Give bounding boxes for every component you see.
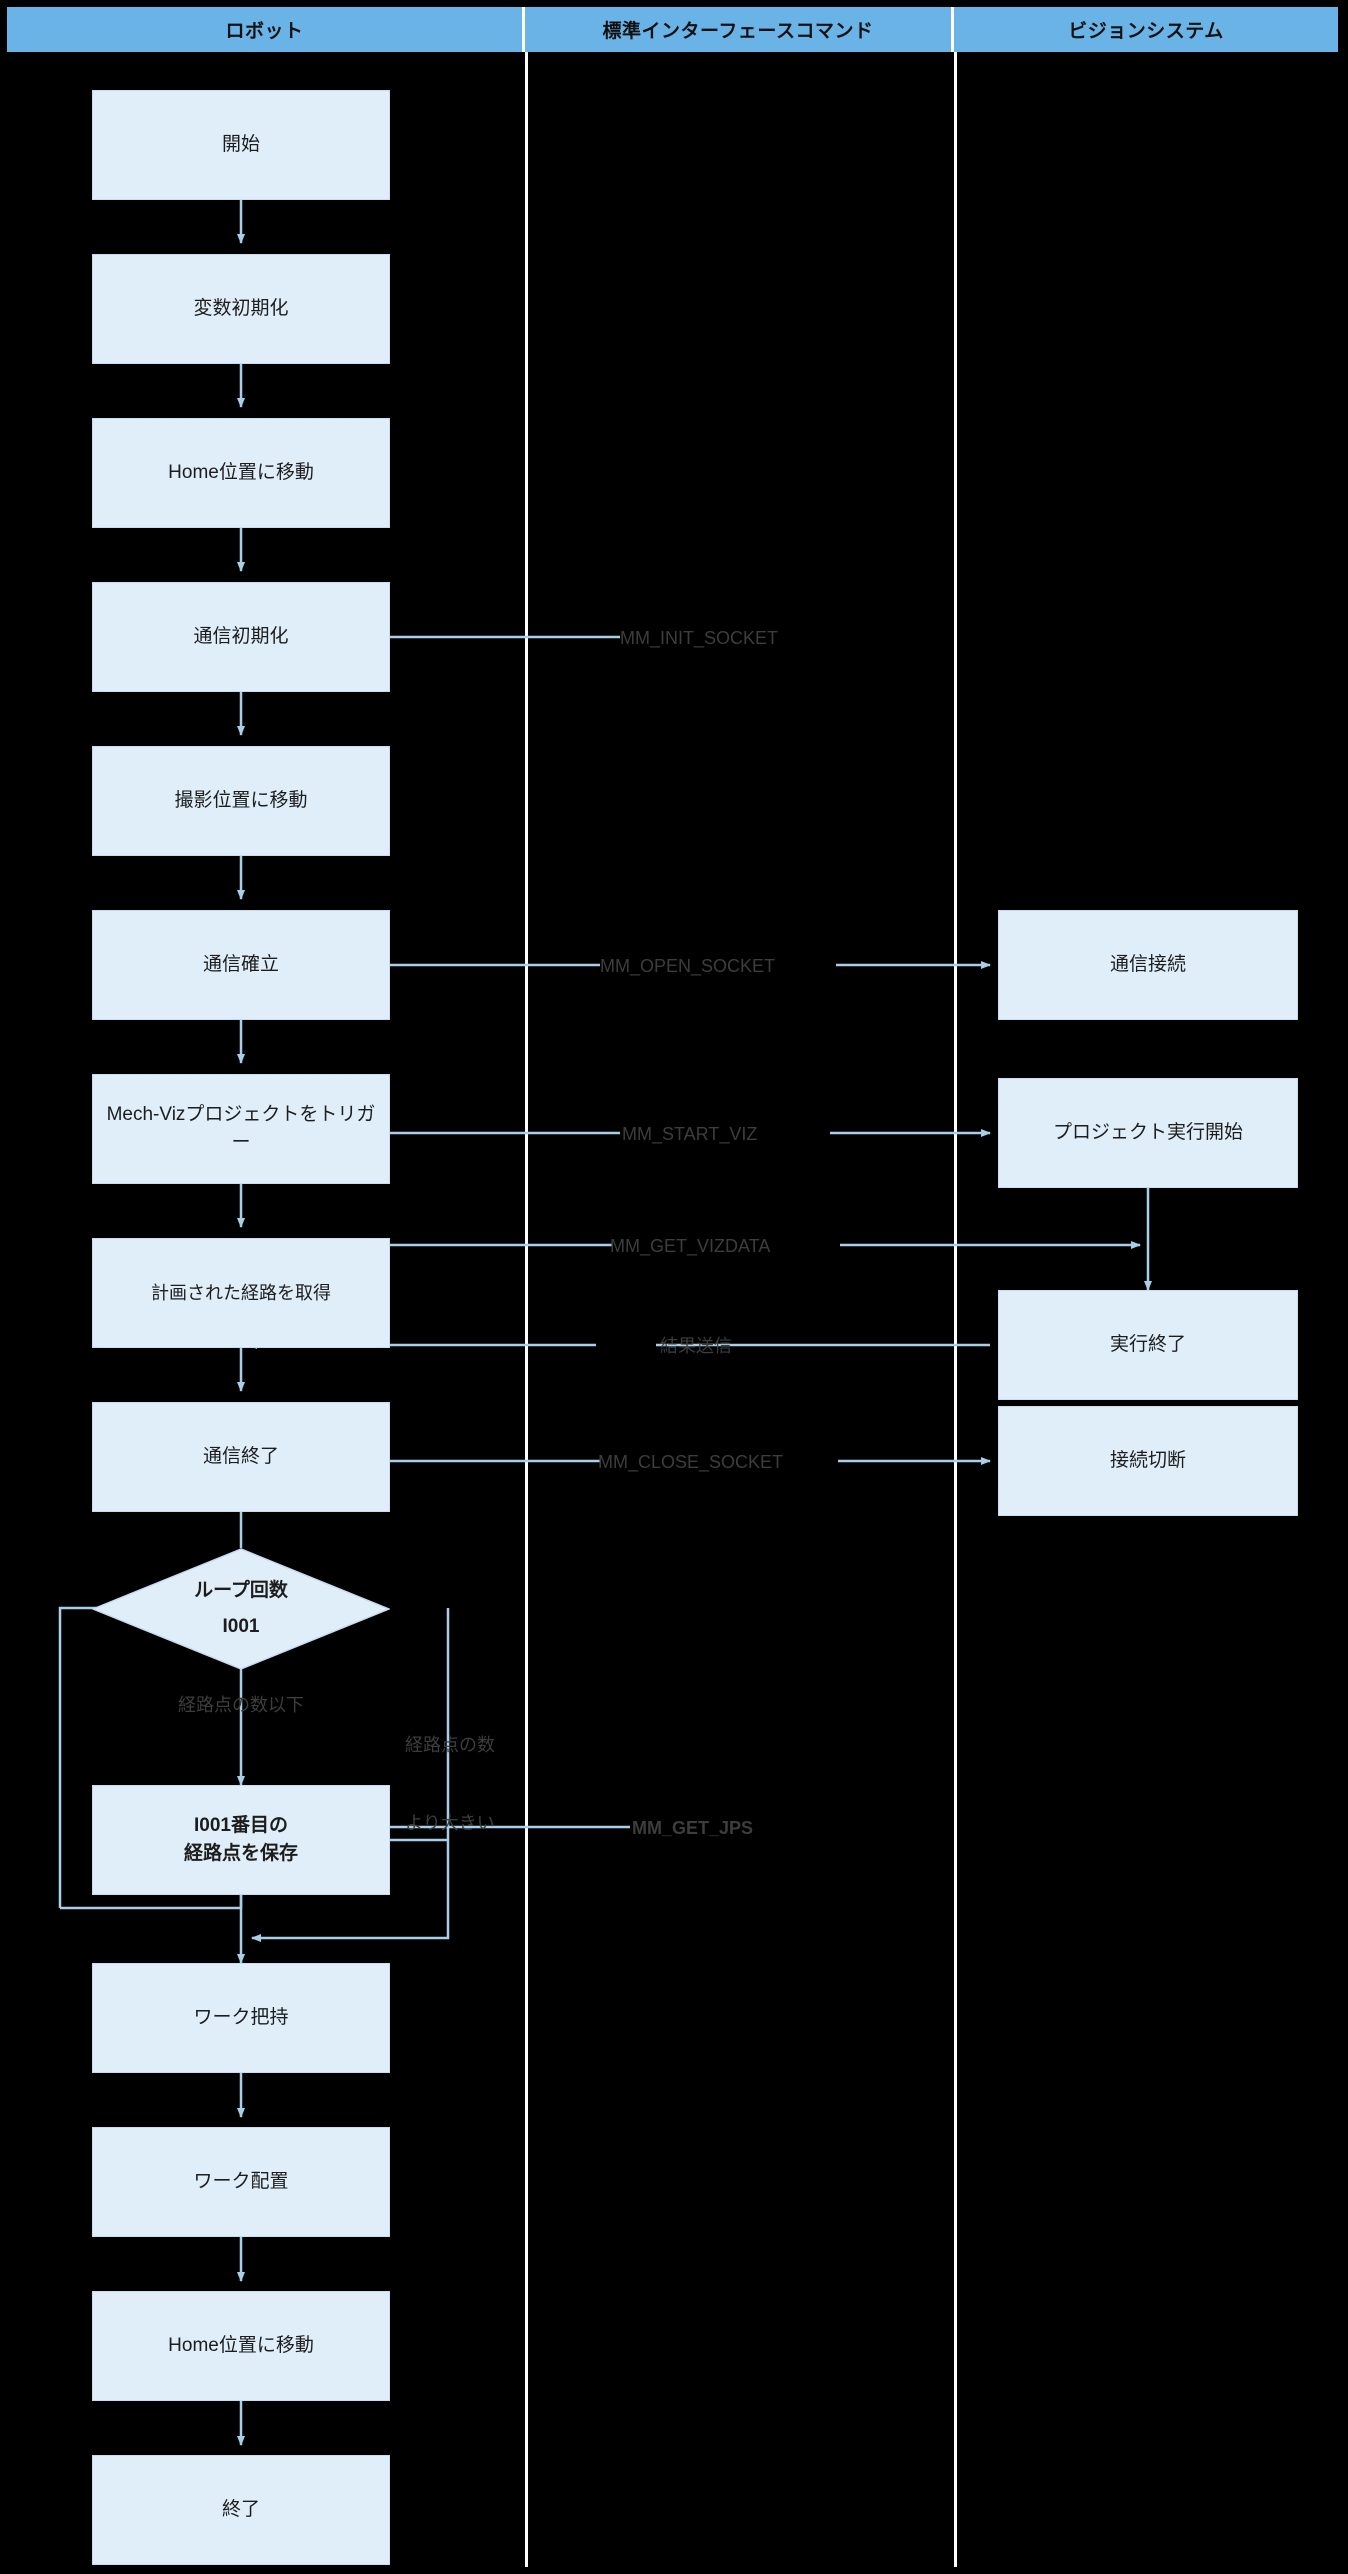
lane-header-robot: ロボット (7, 7, 525, 52)
edge-label-mm-open-socket: MM_OPEN_SOCKET (600, 956, 776, 976)
lane-header-command: 標準インターフェースコマンド (525, 7, 954, 52)
edge-label-mm-get-vizdata: MM_GET_VIZDATA (610, 1236, 771, 1256)
lane-header-vision: ビジョンシステム (954, 7, 1338, 52)
edge-label-mm-get-jps: MM_GET_JPS (632, 1818, 754, 1838)
node-establish-communication[interactable]: 通信確立 (92, 910, 390, 1020)
edge-label-send-result: 結果送信 (660, 1336, 732, 1356)
node-move-home-second[interactable]: Home位置に移動 (92, 2291, 390, 2401)
node-pick-workpiece[interactable]: ワーク把持 (92, 1963, 390, 2073)
node-end[interactable]: 終了 (92, 2455, 390, 2565)
edge-label-mm-start-viz: MM_START_VIZ (622, 1124, 758, 1144)
node-init-communication[interactable]: 通信初期化 (92, 582, 390, 692)
branch-label-greater-line1: 経路点の数 (405, 1735, 495, 1756)
node-save-waypoint[interactable]: I001番目の 経路点を保存 (92, 1785, 390, 1895)
node-vision-connect[interactable]: 通信接続 (998, 910, 1298, 1020)
node-init-variables[interactable]: 変数初期化 (92, 254, 390, 364)
lane-header-band: ロボット 標準インターフェースコマンド ビジョンシステム (7, 7, 1338, 52)
node-start[interactable]: 開始 (92, 90, 390, 200)
node-vision-execution-finished[interactable]: 実行終了 (998, 1290, 1298, 1400)
lane-divider-2 (954, 52, 957, 2567)
node-close-communication[interactable]: 通信終了 (92, 1402, 390, 1512)
node-place-workpiece[interactable]: ワーク配置 (92, 2127, 390, 2237)
node-move-home-first[interactable]: Home位置に移動 (92, 418, 390, 528)
node-vision-disconnect[interactable]: 接続切断 (998, 1406, 1298, 1516)
node-loop-counter-decision[interactable]: ループ回数 I001 (92, 1548, 390, 1670)
save-waypoint-line2: 経路点を保存 (183, 1843, 298, 1864)
branch-label-less-or-equal: 経路点の数以下 (178, 1695, 304, 1715)
branch-label-greater: 経路点の数 より大きい (370, 1680, 530, 1889)
node-move-capture-position[interactable]: 撮影位置に移動 (92, 746, 390, 856)
diamond-shape (92, 1548, 390, 1670)
node-vision-start-project[interactable]: プロジェクト実行開始 (998, 1078, 1298, 1188)
lane-divider-1 (525, 52, 528, 2567)
branch-label-greater-line2: より大きい (405, 1813, 495, 1834)
node-trigger-mechviz-project[interactable]: Mech-Vizプロジェクトをトリガー (92, 1074, 390, 1184)
edge-label-mm-close-socket: MM_CLOSE_SOCKET (598, 1452, 784, 1472)
node-get-planned-path[interactable]: 計画された経路を取得 (92, 1238, 390, 1348)
save-waypoint-line1: I001番目の (194, 1814, 288, 1836)
edge-label-mm-init-socket: MM_INIT_SOCKET (620, 628, 779, 648)
